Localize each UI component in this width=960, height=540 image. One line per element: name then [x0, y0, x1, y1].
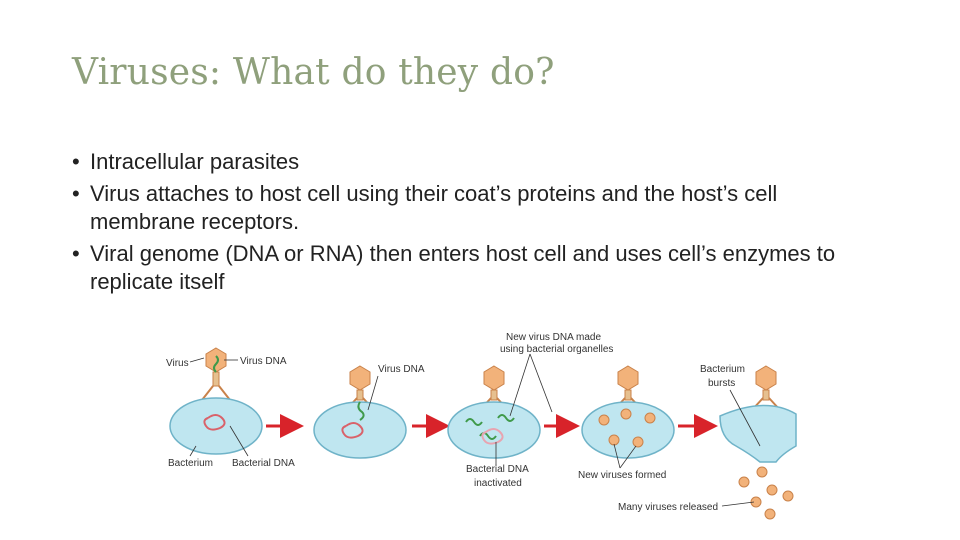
- released-virus-icon: [782, 490, 794, 502]
- bullet-marker: •: [72, 241, 80, 266]
- virus-tail-icon: [490, 389, 498, 401]
- stage-4-assembly: New viruses formed: [578, 365, 675, 481]
- virus-tail-icon: [356, 389, 364, 401]
- viral-dna-icon: [213, 355, 219, 373]
- label-virus-dna-1: Virus DNA: [240, 356, 287, 367]
- bullet-text: Virus attaches to host cell using their …: [90, 181, 778, 234]
- label-bacterial-dna-inactivated-2: inactivated: [474, 478, 522, 489]
- new-virus-icon: [620, 408, 632, 420]
- virus-replication-diagram: Virus Virus DNA Bacterium Bacterial DNA …: [166, 332, 797, 520]
- label-bacterium-bursts-2: bursts: [708, 378, 735, 389]
- virus-tail-icon: [762, 389, 770, 401]
- bullet-list: • Intracellular parasites • Virus attach…: [72, 148, 872, 300]
- label-bacterium: Bacterium: [168, 458, 213, 469]
- slide-title: Viruses: What do they do?: [72, 52, 555, 93]
- bullet-item: • Virus attaches to host cell using thei…: [72, 180, 872, 236]
- bacterial-dna-icon: [341, 422, 364, 439]
- released-virus-icon: [766, 484, 778, 496]
- stage-1-attachment: Virus Virus DNA Bacterium Bacterial DNA: [166, 347, 295, 469]
- label-virus: Virus: [166, 358, 189, 369]
- label-new-viruses-formed: New viruses formed: [578, 470, 666, 481]
- released-virus-icon: [738, 476, 750, 488]
- virus-head-icon: [349, 365, 371, 391]
- released-virus-icon: [764, 508, 776, 520]
- new-virus-icon: [644, 412, 656, 424]
- label-bacterial-dna: Bacterial DNA: [232, 458, 295, 469]
- new-virus-icon: [608, 434, 620, 446]
- label-bacterium-bursts-1: Bacterium: [700, 364, 745, 375]
- bullet-text: Intracellular parasites: [90, 149, 300, 174]
- bullet-item: • Viral genome (DNA or RNA) then enters …: [72, 240, 872, 296]
- label-virus-dna-2: Virus DNA: [378, 364, 425, 375]
- virus-head-icon: [205, 347, 227, 373]
- virus-head-icon: [483, 365, 505, 391]
- bacterial-dna-icon: [481, 428, 504, 445]
- bullet-text: Viral genome (DNA or RNA) then enters ho…: [90, 241, 836, 294]
- bacterium-cell-icon: [169, 397, 263, 455]
- label-new-virus-dna-2: using bacterial organelles: [500, 344, 613, 355]
- new-virus-icon: [598, 414, 610, 426]
- virus-head-icon: [617, 365, 639, 391]
- bullet-item: • Intracellular parasites: [72, 148, 872, 176]
- burst-bacterium-icon: [719, 404, 797, 463]
- viral-dna-icon: [465, 418, 483, 426]
- stage-3-replication: New virus DNA made using bacterial organ…: [447, 332, 613, 489]
- stage-5-lysis: Bacterium bursts Many viruses released: [618, 364, 797, 520]
- bacterial-dna-icon: [203, 414, 226, 431]
- virus-legs-icon: [201, 385, 231, 401]
- viral-dna-icon: [357, 401, 365, 421]
- new-virus-icon: [632, 436, 644, 448]
- label-new-virus-dna-1: New virus DNA made: [506, 332, 601, 343]
- virus-tail-icon: [624, 389, 632, 401]
- viral-dna-icon: [497, 414, 515, 422]
- label-bacterial-dna-inactivated-1: Bacterial DNA: [466, 464, 529, 475]
- released-virus-icon: [756, 466, 768, 478]
- label-many-viruses-released: Many viruses released: [618, 502, 718, 513]
- virus-head-icon: [755, 365, 777, 391]
- virus-tail-icon: [212, 371, 220, 387]
- bullet-marker: •: [72, 181, 80, 206]
- stage-2-injection: Virus DNA: [313, 364, 425, 459]
- bullet-marker: •: [72, 149, 80, 174]
